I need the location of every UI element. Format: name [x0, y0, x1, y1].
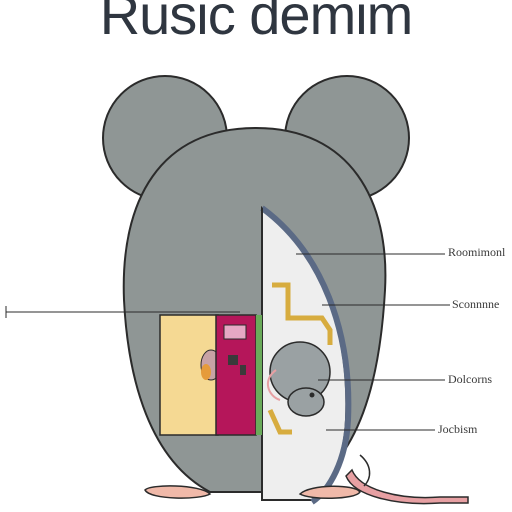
right-foot: [298, 485, 361, 500]
panel-creature-belly: [201, 364, 211, 380]
tail: [345, 468, 469, 505]
magenta-panel-strip: [256, 315, 262, 435]
inner-mouse-tail: [266, 369, 281, 401]
diagram-title: Rusic demim: [99, 0, 414, 46]
magenta-panel-key-2: [240, 365, 246, 375]
magenta-panel-slot: [223, 324, 247, 340]
callout-label-top: Roomimonl: [448, 245, 506, 259]
inner-mouse-head: [287, 387, 325, 417]
callout-label-upper: Sconnnne: [452, 297, 500, 311]
leader-left-tip: [5, 306, 16, 318]
cutaway-rim: [260, 205, 352, 505]
left-foot: [144, 485, 212, 499]
inner-frame-low: [267, 408, 292, 435]
inner-mouse-eye: [309, 392, 315, 398]
magenta-panel-key: [228, 355, 238, 365]
callout-label-middle: Dolcorns: [448, 372, 492, 386]
tail-tip: [359, 454, 371, 487]
inner-frame: [272, 282, 333, 345]
callout-label-lower: Jocbism: [438, 422, 478, 436]
